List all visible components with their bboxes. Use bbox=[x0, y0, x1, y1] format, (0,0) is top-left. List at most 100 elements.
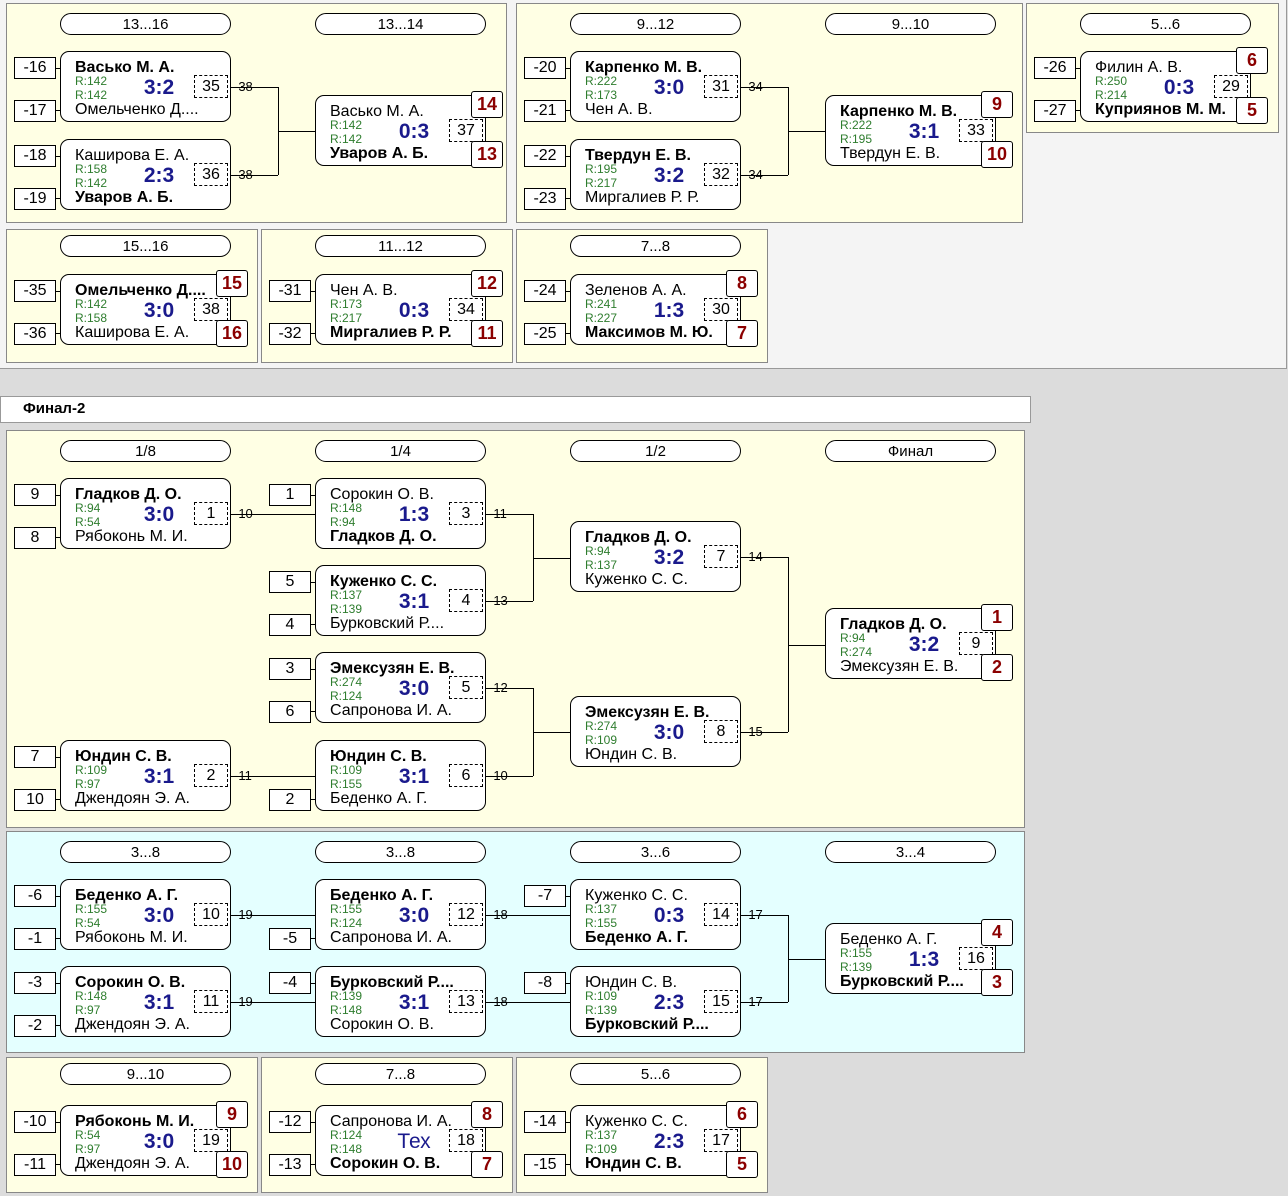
seed-box-top[interactable]: -24 bbox=[524, 280, 566, 302]
player1-name: Беденко А. Г. bbox=[75, 887, 179, 904]
seed-box-top[interactable]: -16 bbox=[14, 57, 56, 79]
player2-name: Бурковский Р.... bbox=[585, 1016, 709, 1033]
player2-name: Беденко А. Г. bbox=[585, 929, 689, 946]
seed-box-top[interactable]: 7 bbox=[14, 746, 56, 768]
seed-connector bbox=[311, 495, 315, 496]
seed-box-bottom[interactable]: -27 bbox=[1034, 100, 1076, 122]
player1-rating: R:195 bbox=[585, 162, 618, 176]
player2-name: Максимов М. Ю. bbox=[585, 324, 713, 341]
seed-box-top[interactable]: -35 bbox=[14, 280, 56, 302]
seed-box-bottom[interactable]: -2 bbox=[14, 1015, 56, 1037]
seed-box-top[interactable]: -12 bbox=[269, 1111, 311, 1133]
player2-rating: R:155 bbox=[585, 916, 618, 930]
bracket-line bbox=[486, 776, 533, 777]
player1-rating: R:155 bbox=[840, 946, 873, 960]
bracket-line bbox=[231, 175, 278, 176]
player2-rating: R:109 bbox=[585, 1142, 618, 1156]
seed-box-bottom[interactable]: -11 bbox=[14, 1154, 56, 1176]
seed-box-bottom[interactable]: -32 bbox=[269, 323, 311, 345]
seed-box-top[interactable]: -22 bbox=[524, 145, 566, 167]
match-score: 3:1 bbox=[143, 991, 175, 1014]
seed-box-bottom[interactable]: -5 bbox=[269, 928, 311, 950]
seed-box-bottom[interactable]: 8 bbox=[14, 527, 56, 549]
match-score: 0:3 bbox=[398, 120, 430, 143]
match-number: 8 bbox=[704, 720, 738, 743]
seed-box-top[interactable]: -14 bbox=[524, 1111, 566, 1133]
bracket-line bbox=[741, 1002, 788, 1003]
seed-box-bottom[interactable]: -1 bbox=[14, 928, 56, 950]
seed-box-bottom[interactable]: -36 bbox=[14, 323, 56, 345]
seed-box-top[interactable]: -7 bbox=[524, 885, 566, 907]
seed-box-top[interactable]: 3 bbox=[269, 658, 311, 680]
seed-box-bottom[interactable]: -13 bbox=[269, 1154, 311, 1176]
player1-rating: R:54 bbox=[75, 1128, 101, 1142]
seed-box-top[interactable]: -6 bbox=[14, 885, 56, 907]
seed-box-bottom[interactable]: -23 bbox=[524, 188, 566, 210]
match-score: 3:0 bbox=[653, 721, 685, 744]
seed-box-bottom[interactable]: 4 bbox=[269, 614, 311, 636]
match-score: 0:3 bbox=[1163, 76, 1195, 99]
player1-rating: R:94 bbox=[840, 631, 866, 645]
seed-box-top[interactable]: 9 bbox=[14, 484, 56, 506]
seed-box-top[interactable]: -18 bbox=[14, 145, 56, 167]
seed-box-top[interactable]: -4 bbox=[269, 972, 311, 994]
seed-box-bottom[interactable]: 2 bbox=[269, 789, 311, 811]
player2-rating: R:124 bbox=[330, 916, 363, 930]
player1-name: Гладков Д. О. bbox=[585, 529, 692, 546]
player2-name: Джендоян Э. А. bbox=[75, 790, 190, 807]
loser-reference: -18 bbox=[489, 994, 508, 1009]
bracket-line bbox=[278, 131, 315, 132]
seed-box-top[interactable]: -10 bbox=[14, 1111, 56, 1133]
seed-connector bbox=[56, 1122, 60, 1123]
seed-box-top[interactable]: 5 bbox=[269, 571, 311, 593]
match-number: 2 bbox=[194, 764, 228, 787]
player1-rating: R:109 bbox=[330, 763, 363, 777]
player2-name: Джендоян Э. А. bbox=[75, 1155, 190, 1172]
seed-connector bbox=[56, 333, 60, 334]
seed-box-bottom[interactable]: -19 bbox=[14, 188, 56, 210]
seed-box-top[interactable]: -26 bbox=[1034, 57, 1076, 79]
seed-box-bottom[interactable]: 10 bbox=[14, 789, 56, 811]
player1-rating: R:137 bbox=[330, 588, 363, 602]
player1-name: Куженко С. С. bbox=[330, 573, 438, 590]
seed-box-bottom[interactable]: 6 bbox=[269, 701, 311, 723]
round-label: 1/8 bbox=[60, 440, 231, 462]
seed-connector bbox=[311, 1122, 315, 1123]
match-score: 2:3 bbox=[653, 991, 685, 1014]
seed-box-top[interactable]: -3 bbox=[14, 972, 56, 994]
player1-rating: R:241 bbox=[585, 297, 618, 311]
match-score: 3:0 bbox=[143, 299, 175, 322]
player2-name: Юндин С. В. bbox=[585, 1155, 682, 1172]
seed-box-top[interactable]: -8 bbox=[524, 972, 566, 994]
player2-name: Беденко А. Г. bbox=[330, 790, 428, 807]
player2-rating: R:139 bbox=[840, 960, 873, 974]
seed-box-top[interactable]: -31 bbox=[269, 280, 311, 302]
seed-box-top[interactable]: 1 bbox=[269, 484, 311, 506]
match-score: 3:0 bbox=[398, 904, 430, 927]
bracket-line bbox=[788, 131, 825, 132]
match-number: 13 bbox=[449, 990, 483, 1013]
player2-rating: R:124 bbox=[330, 689, 363, 703]
player1-name: Сорокин О. В. bbox=[330, 486, 434, 503]
seed-box-top[interactable]: -20 bbox=[524, 57, 566, 79]
player2-rating: R:137 bbox=[585, 558, 618, 572]
match-number: 15 bbox=[704, 990, 738, 1013]
seed-box-bottom[interactable]: -25 bbox=[524, 323, 566, 345]
seed-box-bottom[interactable]: -21 bbox=[524, 100, 566, 122]
seed-box-bottom[interactable]: -17 bbox=[14, 100, 56, 122]
match-number: 3 bbox=[449, 502, 483, 525]
seed-box-bottom[interactable]: -15 bbox=[524, 1154, 566, 1176]
player1-name: Беденко А. Г. bbox=[840, 931, 938, 948]
